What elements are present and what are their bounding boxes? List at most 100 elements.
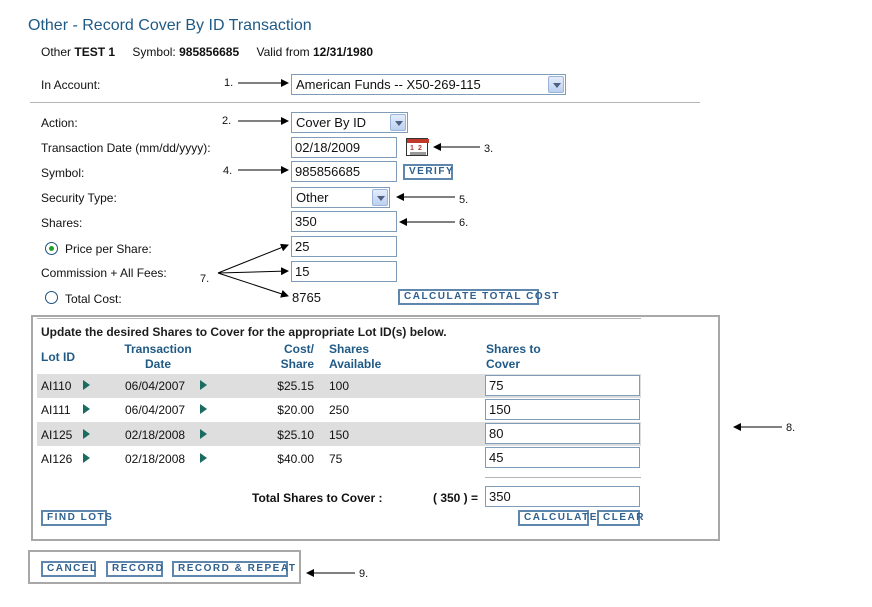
header-cost-share: Cost/ Share bbox=[262, 342, 314, 372]
shares-to-cover-input[interactable]: 80 bbox=[485, 423, 640, 444]
lot-cost-cell: $25.10 bbox=[277, 428, 314, 442]
lots-panel bbox=[31, 315, 720, 541]
annotation-2: 2. bbox=[222, 115, 232, 127]
action-select-value: Cover By ID bbox=[296, 115, 367, 130]
lot-date-cell: 02/18/2008 bbox=[125, 452, 186, 466]
shares-to-cover-input[interactable]: 75 bbox=[485, 375, 640, 396]
lot-id-cell: AI125 bbox=[41, 428, 73, 442]
calculate-total-cost-button[interactable]: CALCULATE TOTAL COST bbox=[398, 289, 558, 305]
play-arrow-icon[interactable] bbox=[200, 453, 207, 463]
total-divider bbox=[485, 477, 641, 478]
type-value: TEST 1 bbox=[74, 45, 116, 59]
header-transaction-date-line1: Transaction bbox=[124, 342, 192, 356]
info-symbol-value: 985856685 bbox=[179, 45, 240, 59]
header-cost-line1: Cost/ bbox=[284, 342, 314, 356]
lot-available-cell: 100 bbox=[329, 379, 350, 393]
account-label: In Account: bbox=[41, 78, 101, 92]
lot-cost-cell: $25.15 bbox=[277, 379, 314, 393]
actions-panel bbox=[28, 550, 301, 584]
annotation-3: 3. bbox=[484, 143, 494, 155]
total-cost-label: Total Cost: bbox=[65, 292, 122, 306]
shares-label: Shares: bbox=[41, 216, 83, 230]
header-cover-line1: Shares to bbox=[486, 342, 541, 356]
calculate-button[interactable]: CALCULATE bbox=[518, 510, 596, 526]
play-arrow-icon[interactable] bbox=[200, 380, 207, 390]
play-arrow-icon[interactable] bbox=[83, 404, 90, 414]
transaction-date-label: Transaction Date (mm/dd/yyyy): bbox=[41, 141, 211, 155]
shares-input[interactable]: 350 bbox=[291, 211, 397, 232]
annotation-8: 8. bbox=[786, 422, 796, 434]
play-arrow-icon[interactable] bbox=[83, 453, 90, 463]
valid-from-value: 12/31/1980 bbox=[313, 45, 374, 59]
find-lots-button[interactable]: FIND LOTS bbox=[41, 510, 112, 526]
clear-button[interactable]: CLEAR bbox=[597, 510, 643, 526]
record-button[interactable]: RECORD bbox=[106, 561, 163, 577]
header-cost-line2: Share bbox=[280, 357, 314, 371]
total-shares-input[interactable]: 350 bbox=[485, 486, 640, 507]
lot-cost-cell: $40.00 bbox=[277, 452, 314, 466]
dropdown-arrow-icon[interactable] bbox=[548, 76, 564, 93]
security-type-select[interactable]: Other bbox=[291, 187, 390, 208]
page-title: Other - Record Cover By ID Transaction bbox=[28, 17, 312, 34]
header-available-line1: Shares bbox=[329, 342, 370, 356]
price-per-share-input[interactable]: 25 bbox=[291, 236, 397, 257]
symbol-input[interactable]: 985856685 bbox=[291, 161, 397, 182]
play-arrow-icon[interactable] bbox=[83, 429, 90, 439]
verify-button[interactable]: VERIFY bbox=[403, 164, 453, 180]
play-arrow-icon[interactable] bbox=[200, 429, 207, 439]
header-lot-id: Lot ID bbox=[41, 350, 75, 364]
info-symbol-label: Symbol: bbox=[132, 45, 176, 59]
calendar-icon[interactable]: 1 2 bbox=[406, 138, 429, 156]
arrow-7a bbox=[217, 243, 289, 274]
lots-top-divider bbox=[37, 318, 641, 319]
svg-text:1: 1 bbox=[410, 145, 414, 152]
total-shares-label: Total Shares to Cover : bbox=[252, 491, 383, 505]
security-type-label: Security Type: bbox=[41, 191, 117, 205]
account-select-value: American Funds -- X50-269-115 bbox=[296, 77, 481, 92]
security-info-line: Other TEST 1 Symbol: 985856685 Valid fro… bbox=[41, 45, 373, 59]
commission-input[interactable]: 15 bbox=[291, 261, 397, 282]
record-and-repeat-button[interactable]: RECORD & REPEAT bbox=[172, 561, 295, 577]
arrow-7b bbox=[217, 267, 289, 276]
header-available-line2: Available bbox=[329, 357, 382, 371]
lot-date-cell: 06/04/2007 bbox=[125, 379, 186, 393]
lot-available-cell: 150 bbox=[329, 428, 350, 442]
lots-instruction: Update the desired Shares to Cover for t… bbox=[41, 325, 447, 339]
header-shares-to-cover: Shares to Cover bbox=[486, 342, 541, 372]
header-shares-available: Shares Available bbox=[329, 342, 381, 372]
header-cover-line2: Cover bbox=[486, 357, 521, 371]
price-per-share-radio[interactable] bbox=[45, 242, 58, 255]
play-arrow-icon[interactable] bbox=[83, 380, 90, 390]
commission-label: Commission + All Fees: bbox=[41, 266, 167, 280]
lot-id-cell: AI111 bbox=[41, 403, 71, 417]
total-cost-radio[interactable] bbox=[45, 291, 58, 304]
header-transaction-date: Transaction Date bbox=[108, 342, 208, 372]
annotation-6: 6. bbox=[459, 217, 469, 229]
lot-available-cell: 250 bbox=[329, 403, 350, 417]
annotation-1: 1. bbox=[224, 77, 234, 89]
shares-to-cover-input[interactable]: 45 bbox=[485, 447, 640, 468]
annotation-7: 7. bbox=[200, 273, 210, 285]
dropdown-arrow-icon[interactable] bbox=[390, 114, 406, 131]
cancel-button[interactable]: CANCEL bbox=[41, 561, 96, 577]
lot-available-cell: 75 bbox=[329, 452, 343, 466]
annotation-4: 4. bbox=[223, 165, 233, 177]
dropdown-arrow-icon[interactable] bbox=[372, 189, 388, 206]
account-select[interactable]: American Funds -- X50-269-115 bbox=[291, 74, 566, 95]
transaction-date-input[interactable]: 02/18/2009 bbox=[291, 137, 397, 158]
header-transaction-date-line2: Date bbox=[144, 357, 171, 371]
security-type-value: Other bbox=[296, 190, 329, 205]
play-arrow-icon[interactable] bbox=[200, 404, 207, 414]
action-select[interactable]: Cover By ID bbox=[291, 112, 408, 133]
divider bbox=[30, 102, 700, 103]
action-label: Action: bbox=[41, 116, 78, 130]
valid-from-label: Valid from bbox=[256, 45, 310, 59]
arrow-7c bbox=[217, 272, 289, 298]
type-label: Other bbox=[41, 45, 72, 59]
total-cost-value: 8765 bbox=[292, 290, 321, 305]
price-per-share-label: Price per Share: bbox=[65, 242, 152, 256]
shares-to-cover-input[interactable]: 150 bbox=[485, 399, 640, 420]
symbol-label: Symbol: bbox=[41, 166, 85, 180]
annotation-5: 5. bbox=[459, 194, 469, 206]
